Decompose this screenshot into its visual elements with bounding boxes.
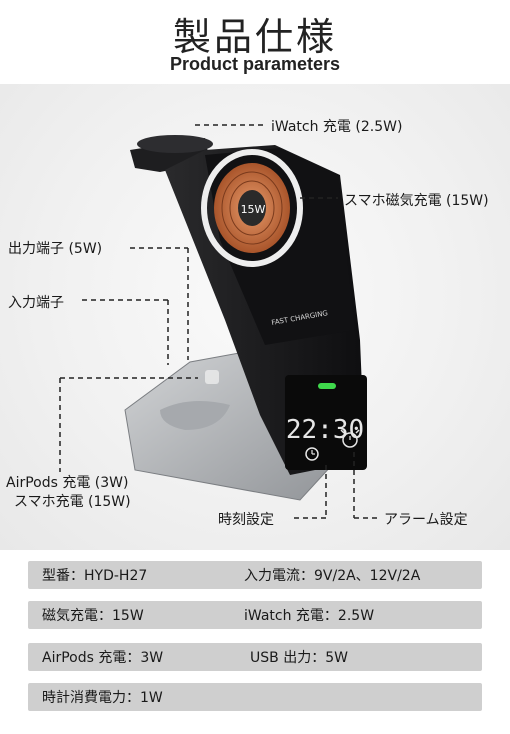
spec-airpods-charging: AirPods 充電：3W [42, 650, 164, 666]
page-title: 製品仕様 [172, 15, 337, 59]
alarm-setting-icon[interactable] [340, 429, 360, 448]
callout-phone-charging: スマホ充電 (15W) [14, 494, 131, 510]
callout-lines [59, 124, 380, 519]
spec-model: 型番：HYD-H27 [42, 568, 148, 584]
spec-row: 磁気充電：15W iWatch 充電：2.5W [28, 601, 482, 629]
callout-output-port: 出力端子 (5W) [8, 241, 103, 257]
charging-indicator-light [318, 383, 336, 389]
page-subtitle: Product parameters [169, 54, 341, 74]
spec-row: AirPods 充電：3W USB 出力：5W [28, 643, 482, 671]
callout-input-port: 入力端子 [8, 295, 64, 311]
magnetic-charging-pad [201, 149, 303, 267]
spec-row: 型番：HYD-H27 入力電流：9V/2A、12V/2A [28, 561, 482, 589]
spec-input-current: 入力電流：9V/2A、12V/2A [244, 568, 421, 584]
time-setting-icon[interactable] [305, 447, 319, 461]
charger-illustration: 15W FAST CHARGING 22:30 [59, 124, 380, 519]
spec-clock-power: 時計消費電力：1W [42, 690, 163, 706]
callout-airpods: AirPods 充電 (3W) [6, 475, 129, 491]
callout-alarm-setting: アラーム設定 [384, 512, 468, 528]
spec-magnetic-charging: 磁気充電：15W [42, 608, 144, 624]
callout-iwatch: iWatch 充電 (2.5W) [271, 119, 403, 135]
spec-iwatch-charging: iWatch 充電：2.5W [244, 608, 375, 624]
spec-usb-output: USB 出力：5W [250, 650, 348, 666]
callout-magnetic: スマホ磁気充電 (15W) [344, 193, 489, 209]
airpods-pad [160, 401, 230, 430]
clock-time: 22:30 [286, 415, 364, 445]
callout-time-setting: 時刻設定 [218, 512, 274, 528]
coil-wattage-label: 15W [241, 203, 266, 216]
spec-row: 時計消費電力：1W [28, 683, 482, 711]
